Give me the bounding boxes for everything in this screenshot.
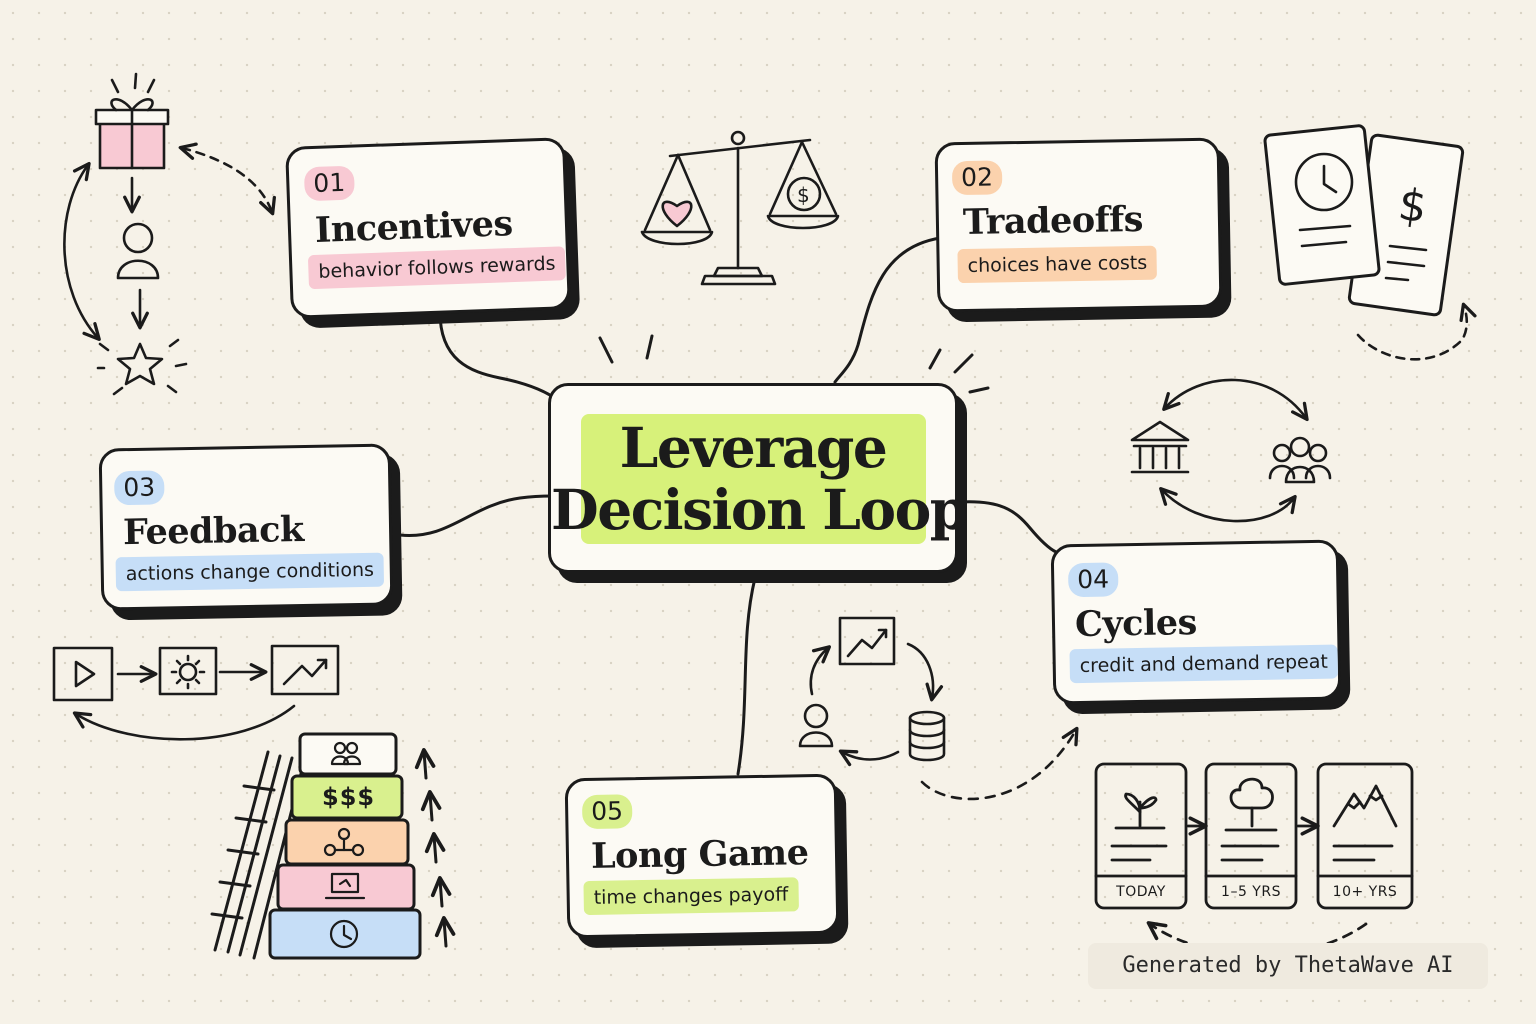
connector-longgame	[736, 576, 757, 776]
person-icon	[116, 222, 160, 280]
node-title: Feedback	[122, 508, 305, 554]
person-icon	[798, 703, 834, 748]
node-number: 05	[581, 794, 633, 830]
network-icon	[323, 827, 365, 857]
node-number: 01	[303, 165, 355, 202]
node-card-tradeoffs[interactable]: 02 Tradeoffs choices have costs	[934, 137, 1223, 313]
connector-cycles	[958, 500, 1058, 554]
node-card-cycles[interactable]: 04 Cycles credit and demand repeat	[1050, 539, 1342, 705]
center-highlight	[581, 414, 926, 544]
stack-money-label: $$$	[322, 783, 376, 811]
node-subtitle: credit and demand repeat	[1069, 644, 1339, 684]
node-number: 02	[951, 160, 1003, 196]
chart-icon	[838, 616, 896, 666]
laptop-icon	[324, 872, 366, 900]
timeline-label-today: TODAY	[1116, 884, 1166, 900]
connector-tradeoffs	[833, 236, 942, 384]
node-title: Long Game	[590, 832, 809, 877]
node-title: Incentives	[314, 203, 514, 251]
footer-credit: Generated by ThetaWave AI	[1088, 943, 1488, 989]
node-number: 04	[1067, 562, 1119, 598]
node-subtitle: choices have costs	[957, 245, 1158, 284]
connectors	[398, 236, 1058, 776]
star-icon	[96, 338, 188, 396]
gear-icon	[158, 646, 218, 696]
node-subtitle: actions change conditions	[115, 552, 385, 592]
center-title-line-2: Decision Loop	[551, 477, 968, 542]
growth-cycle	[798, 616, 1079, 801]
group-icon	[330, 741, 362, 766]
mountain-icon	[1332, 784, 1398, 862]
layer-stack	[268, 732, 456, 960]
tree-icon	[1220, 777, 1280, 862]
sprout-icon	[1110, 792, 1168, 862]
connector-incentives	[438, 310, 562, 404]
tradeoff-cards: $	[1263, 124, 1477, 361]
clock-card-icon	[1263, 124, 1381, 286]
cycle-graphic	[1130, 378, 1332, 523]
node-number: 03	[114, 470, 165, 506]
connector-feedback	[398, 494, 554, 537]
group-icon	[1268, 436, 1332, 484]
node-subtitle: behavior follows rewards	[307, 246, 567, 290]
gift-icon	[94, 72, 170, 170]
node-title: Tradeoffs	[962, 198, 1144, 244]
timeline-label-10-plus-yrs: 10+ YRS	[1332, 884, 1398, 900]
center-title-line-1: Leverage	[619, 415, 888, 480]
feedback-flow	[52, 644, 340, 741]
svg-text:$: $	[797, 183, 810, 207]
node-subtitle: time changes payoff	[583, 877, 799, 916]
balance-scale-icon: $	[640, 130, 840, 286]
incentives-loop	[63, 72, 276, 396]
node-card-incentives[interactable]: 01 Incentives behavior follows rewards	[285, 137, 571, 319]
timeline	[1094, 762, 1414, 957]
timeline-label-1-5-yrs: 1–5 YRS	[1221, 884, 1281, 900]
node-title: Cycles	[1074, 601, 1198, 646]
clock-icon	[329, 919, 359, 949]
trend-up-icon	[270, 644, 340, 696]
node-card-feedback[interactable]: 03 Feedback actions change conditions	[98, 443, 394, 611]
node-card-long-game[interactable]: 05 Long Game time changes payoff	[564, 773, 840, 939]
spark-marks	[598, 334, 990, 394]
ladder-icon	[210, 750, 306, 960]
play-icon	[52, 646, 114, 702]
center-card[interactable]: Leverage Decision Loop	[548, 383, 968, 573]
coins-icon	[908, 710, 946, 762]
bank-icon	[1130, 420, 1190, 474]
